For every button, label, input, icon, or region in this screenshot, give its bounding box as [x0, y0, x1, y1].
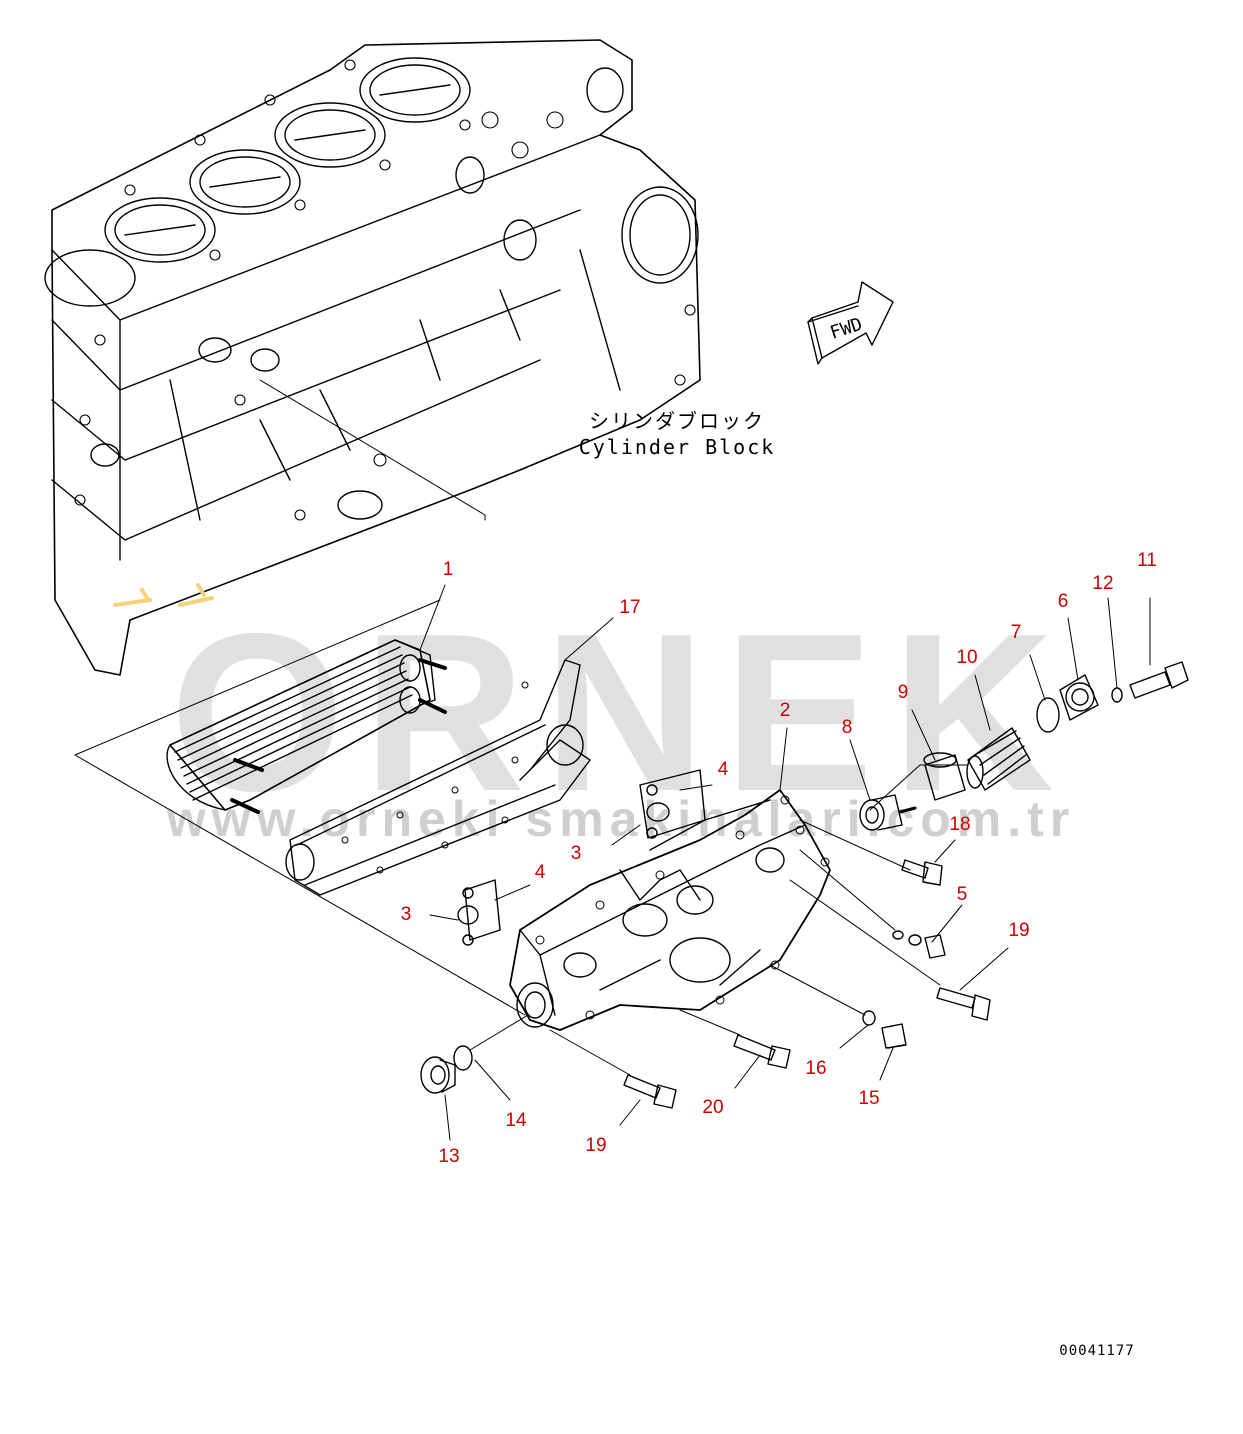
thermostat-spring: [966, 727, 1031, 791]
plug-13: [420, 1056, 456, 1094]
bolt-19-lower: [623, 1074, 677, 1109]
cover-6: [1059, 674, 1099, 721]
callout-1: 1: [443, 559, 454, 580]
o-ring-14: [453, 1045, 473, 1071]
fwd-label: FWD: [828, 314, 865, 344]
thermostat-sleeve: [923, 752, 966, 801]
callout-19a: 19: [1008, 920, 1029, 941]
fwd-arrow: [807, 281, 894, 365]
callout-8: 8: [842, 717, 853, 738]
callout-17: 17: [619, 597, 640, 618]
bolt-20: [733, 1034, 791, 1069]
callout-7: 7: [1011, 622, 1022, 643]
callout-13: 13: [438, 1146, 459, 1167]
small-gasket-lower: [457, 879, 501, 946]
washer-16: [862, 1010, 876, 1026]
o-ring-7: [1036, 697, 1060, 733]
callout-19b: 19: [585, 1135, 606, 1156]
callout-16: 16: [805, 1058, 826, 1079]
callout-4a: 4: [718, 759, 729, 780]
cylinder-block-label-en: Cylinder Block: [579, 435, 776, 459]
callout-4b: 4: [535, 862, 546, 883]
accent-marks: [113, 583, 214, 607]
leader-lines: [419, 584, 1151, 1141]
bolt-11: [1129, 661, 1189, 699]
bolt-18: [901, 859, 943, 886]
callout-11: 11: [1137, 550, 1157, 571]
mounting-guide-lines: [74, 599, 526, 1016]
watermark-site: www.orneki smakinalari.com.tr: [166, 791, 1076, 847]
washer-12: [1111, 687, 1123, 703]
callout-12: 12: [1092, 573, 1113, 594]
callout-20: 20: [702, 1097, 723, 1118]
cooler-cover-housing: [509, 789, 831, 1031]
thermostat-element: [859, 794, 917, 831]
watermark-logo: ORNEK: [170, 586, 1073, 838]
callout-5: 5: [957, 884, 968, 905]
cooler-gasket: [285, 659, 591, 896]
drawing-number: 00041177: [1059, 1343, 1134, 1359]
callout-10: 10: [956, 647, 977, 668]
callout-15: 15: [858, 1088, 879, 1109]
callout-3a: 3: [571, 843, 582, 864]
nut-5-washer: [892, 930, 946, 959]
callout-3b: 3: [401, 904, 412, 925]
callout-18: 18: [949, 814, 970, 835]
cylinder-block: [44, 39, 701, 676]
callout-14: 14: [505, 1110, 527, 1131]
callout-2: 2: [780, 700, 791, 721]
bolt-19-right: [936, 987, 991, 1021]
cylinder-block-label-jp: シリンダブロック: [589, 409, 765, 433]
callout-9: 9: [898, 682, 909, 703]
oil-cooler-core: [166, 639, 447, 814]
small-gasket-upper: [639, 769, 706, 839]
callout-6: 6: [1058, 591, 1069, 612]
drain-plug-15: [881, 1023, 907, 1049]
